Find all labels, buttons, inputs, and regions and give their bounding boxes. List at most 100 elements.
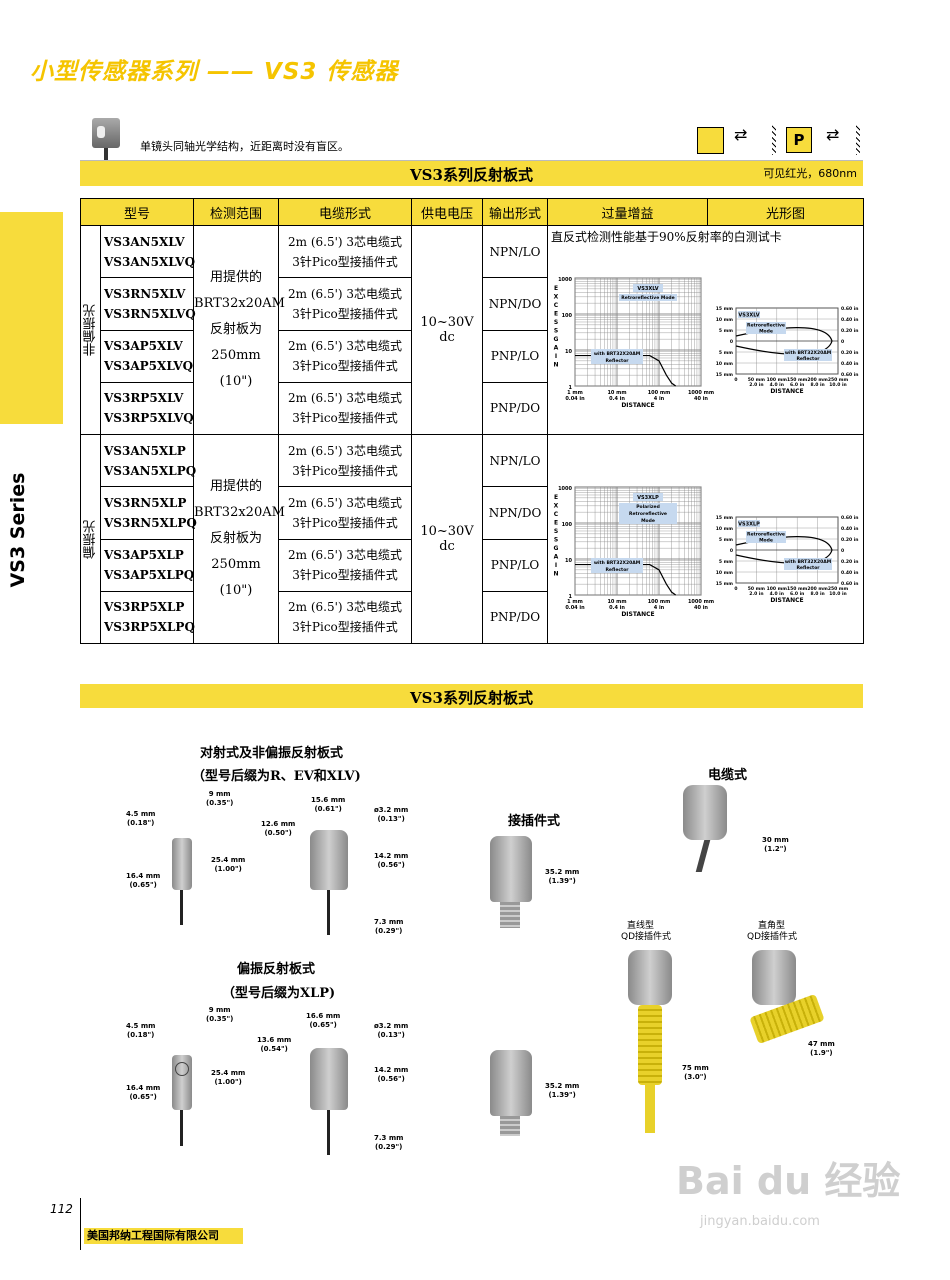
sensor-cable bbox=[327, 1110, 330, 1155]
y-tick-label: 10 bbox=[565, 558, 572, 564]
reflector-label: with BRT32X20AM bbox=[594, 351, 641, 357]
y-tick-label: 0.20 in bbox=[841, 537, 858, 543]
group-label: 非偏振光 bbox=[80, 225, 101, 435]
reflector-label: Reflector bbox=[796, 565, 820, 571]
y-tick-label: 0.60 in bbox=[841, 581, 858, 587]
y-tick-label: 5 mm bbox=[719, 350, 733, 356]
x-tick-label: 50 mm bbox=[748, 586, 766, 592]
y-tick-label: 10 mm bbox=[716, 361, 734, 367]
lens-circle bbox=[175, 1062, 189, 1076]
reflector-label: Reflector bbox=[605, 358, 629, 364]
y-axis-label: N bbox=[554, 571, 559, 578]
dimension-label: 15.6 mm(0.61") bbox=[311, 796, 346, 813]
y-tick-label: 1000 bbox=[558, 277, 572, 283]
plug-label: 接插件式 bbox=[508, 814, 561, 829]
x-tick-label: 6.0 in bbox=[790, 591, 804, 597]
section-bar: VS3系列反射板式 可见红光，680nm bbox=[80, 160, 863, 186]
y-axis-label: N bbox=[554, 362, 559, 369]
dimension-label: 47 mm(1.9") bbox=[808, 1040, 835, 1057]
col-header: 光形图 bbox=[707, 198, 865, 226]
dimension-label: ø3.2 mm(0.13") bbox=[374, 806, 409, 823]
straight-qd-connector bbox=[638, 1005, 662, 1085]
side-tab-label: VS3 Series bbox=[7, 472, 29, 588]
dimension-label: 14.2 mm(0.56") bbox=[374, 1066, 409, 1083]
watermark: Bai du 经验 bbox=[676, 1159, 901, 1203]
y-axis-label: S bbox=[554, 537, 558, 544]
reflector-icon bbox=[856, 125, 860, 155]
col-header: 供电电压 bbox=[411, 198, 484, 226]
y-tick-label: 5 mm bbox=[719, 537, 733, 543]
x-tick-label: 8.0 in bbox=[810, 591, 824, 597]
spec-table: 型号 检测范围 电缆形式 供电电压 输出形式 过量增益 光形图 非偏振光 VS3… bbox=[79, 198, 865, 645]
col-header: 过量增益 bbox=[547, 198, 709, 226]
dimension-label: 75 mm(3.0") bbox=[682, 1064, 709, 1081]
table-header-row: 型号 检测范围 电缆形式 供电电压 输出形式 过量增益 光形图 bbox=[79, 198, 865, 226]
x-axis-label: DISTANCE bbox=[770, 597, 803, 604]
angle-label: 直角型 bbox=[758, 921, 786, 931]
reflector-label: Reflector bbox=[796, 356, 820, 362]
x-tick-label: 10.0 in bbox=[829, 382, 846, 388]
company-name: 美国邦纳工程国际有限公司 bbox=[84, 1228, 243, 1244]
model-label: VS3XLV bbox=[738, 313, 759, 319]
y-tick-label: 0.40 in bbox=[841, 361, 858, 367]
side-tab: VS3 Series bbox=[0, 212, 63, 587]
plug-sensor bbox=[490, 836, 532, 902]
y-tick-label: 1 bbox=[569, 594, 573, 600]
y-axis-label: X bbox=[554, 503, 559, 510]
sensor-box-icon bbox=[697, 127, 724, 154]
dimension-label: 16.4 mm(0.65") bbox=[126, 1084, 161, 1101]
page-number: 112 bbox=[50, 1202, 73, 1216]
model-label-box bbox=[738, 520, 761, 527]
x-tick-label: 50 mm bbox=[748, 377, 766, 383]
y-tick-label: 0.20 in bbox=[841, 350, 858, 356]
x-tick-label: 4.0 in bbox=[770, 382, 784, 388]
dimension-label: 35.2 mm(1.39") bbox=[545, 868, 580, 885]
x-tick-label: 40 in bbox=[694, 396, 708, 402]
x-tick-label: 1 mm bbox=[567, 599, 583, 605]
y-tick-label: 0 bbox=[730, 548, 733, 554]
mode-label: Mode bbox=[759, 538, 773, 544]
sensor-cable bbox=[180, 1110, 183, 1146]
x-tick-label: 0.4 in bbox=[609, 396, 625, 402]
y-axis-label: E bbox=[554, 520, 558, 527]
arrows-icon: ⇄ bbox=[734, 125, 748, 144]
x-tick-label: 250 mm bbox=[828, 377, 849, 383]
x-tick-label: 10 mm bbox=[607, 390, 626, 396]
col-header: 检测范围 bbox=[193, 198, 280, 226]
angle-qd-sensor bbox=[752, 950, 796, 1005]
arrows-icon: ⇄ bbox=[826, 125, 840, 144]
reflector-label: with BRT32X20AM bbox=[594, 560, 641, 566]
yellow-cable bbox=[645, 1085, 655, 1133]
y-axis-label: C bbox=[554, 511, 559, 518]
dimension-label: 16.6 mm(0.65") bbox=[306, 1012, 341, 1029]
cable-label: 电缆式 bbox=[708, 768, 748, 783]
sensor-cable bbox=[327, 890, 330, 935]
x-tick-label: 0.4 in bbox=[609, 605, 625, 611]
plug-sensor bbox=[490, 1050, 532, 1116]
y-axis-label: A bbox=[554, 345, 559, 352]
mode-label: Retroreflective bbox=[629, 511, 667, 517]
x-tick-label: 0 bbox=[734, 377, 737, 383]
supply-cell: 10~30V dc bbox=[411, 225, 484, 435]
y-axis-label: G bbox=[554, 545, 559, 552]
mode-label: Mode bbox=[759, 329, 773, 335]
model-label: VS3XLP bbox=[637, 495, 659, 501]
y-axis-label: I bbox=[555, 562, 557, 569]
y-axis-label: C bbox=[554, 302, 559, 309]
polarized-icon: P bbox=[786, 127, 812, 153]
section-title: VS3系列反射板式 bbox=[410, 166, 533, 184]
y-tick-label: 0.20 in bbox=[841, 328, 858, 334]
model-label-box bbox=[633, 284, 664, 292]
sensor-cable bbox=[695, 840, 711, 872]
y-axis-label: E bbox=[554, 494, 558, 501]
x-tick-label: 100 mm bbox=[648, 390, 671, 396]
x-tick-label: 250 mm bbox=[828, 586, 849, 592]
x-tick-label: 150 mm bbox=[787, 586, 808, 592]
